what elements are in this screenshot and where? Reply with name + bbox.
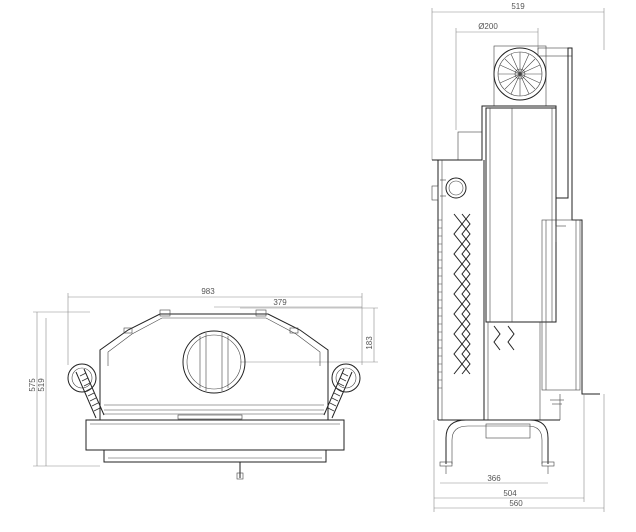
firebox-front	[85, 370, 345, 480]
left-wall-ribs	[431, 185, 442, 389]
flue-fan	[493, 45, 573, 107]
dim-label-504: 504	[503, 489, 517, 498]
convection-zigzag	[453, 213, 515, 375]
air-inlet	[440, 177, 467, 199]
dim-flue-height: 183	[240, 307, 378, 363]
dim-top-width: 519	[431, 2, 605, 160]
dim-label-575: 575	[28, 378, 37, 392]
dim-label-379: 379	[273, 298, 287, 307]
stove-base	[439, 419, 555, 474]
right-air-duct	[323, 363, 361, 419]
dim-depth-total: 560	[433, 394, 605, 512]
dim-label-183: 183	[365, 336, 374, 350]
left-air-duct	[67, 363, 105, 419]
dim-center-offset: 379	[214, 298, 362, 308]
dim-label-983: 983	[201, 287, 215, 296]
stove-body	[432, 47, 600, 421]
front-view: 983 379 183 575 519	[28, 287, 378, 480]
dim-width-overall: 983	[67, 287, 363, 365]
dim-label-366: 366	[487, 474, 501, 483]
firebox-body	[99, 309, 329, 370]
flue-collar	[182, 330, 246, 394]
dim-label-519-top: 519	[511, 2, 525, 11]
dim-label-diameter: Ø200	[478, 22, 498, 31]
dim-depth-body: 504	[434, 394, 585, 502]
dim-heights: 575 519	[28, 311, 100, 467]
dim-flue-diameter: Ø200	[455, 22, 539, 130]
dim-label-519: 519	[37, 378, 46, 392]
side-view: 519 Ø200	[431, 2, 605, 512]
dim-base-depth: 366	[440, 474, 548, 484]
dim-label-560: 560	[509, 499, 523, 508]
